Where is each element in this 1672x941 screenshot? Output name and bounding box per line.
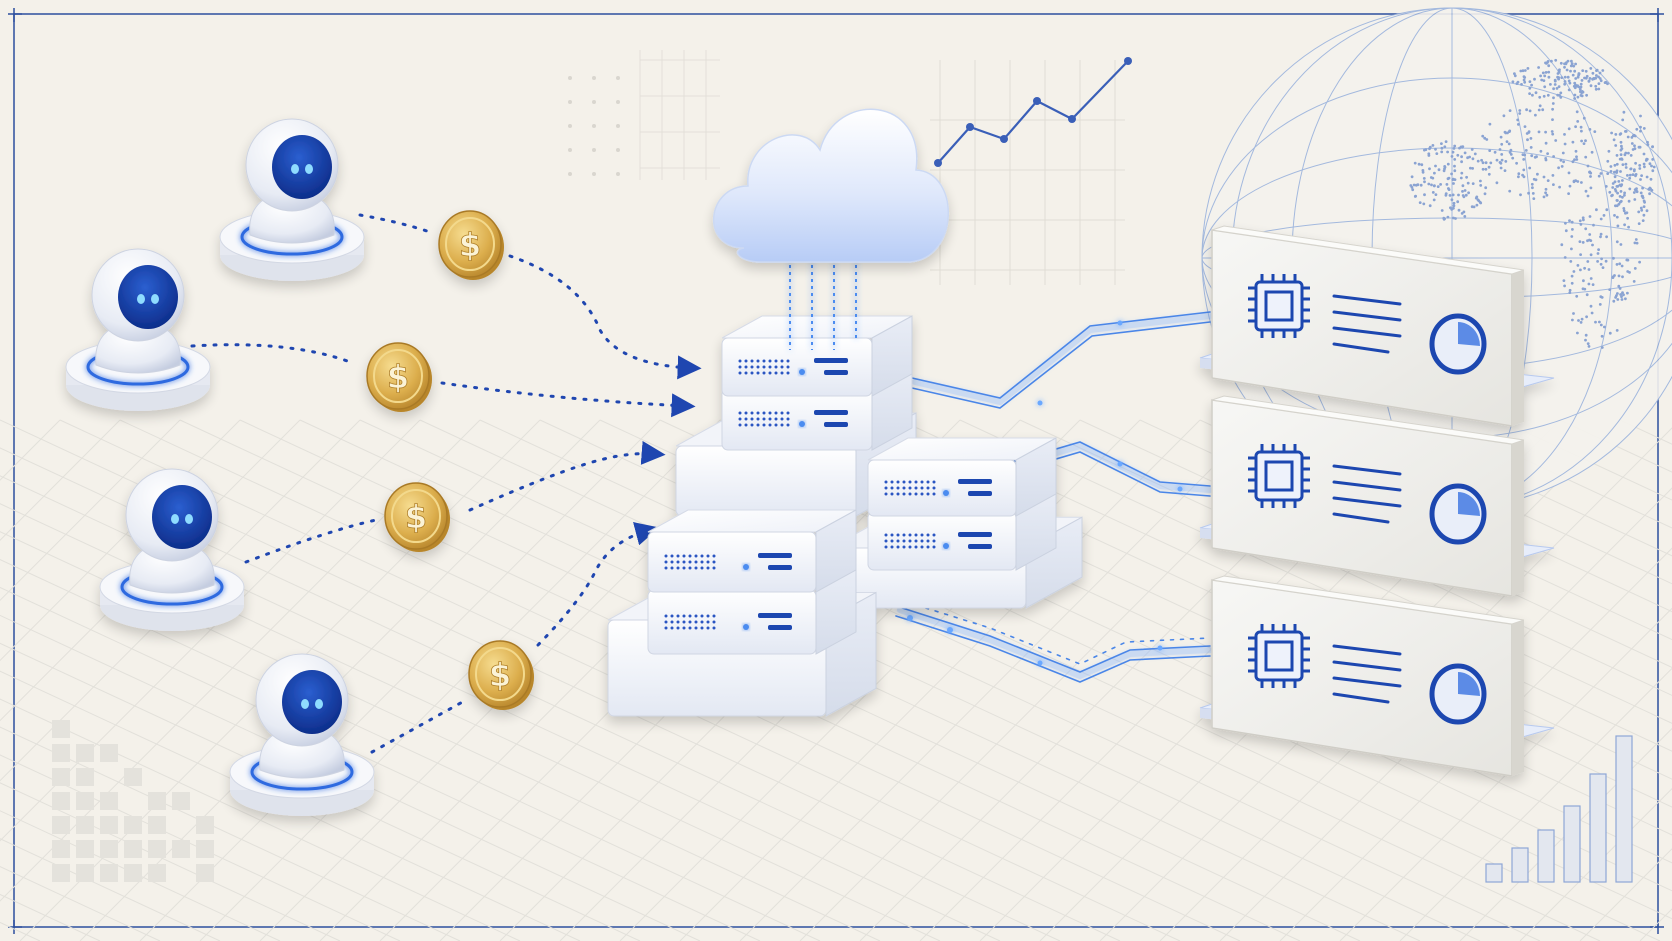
pixel-square xyxy=(148,816,166,834)
vent-grid xyxy=(884,533,936,549)
payment-path-3b xyxy=(468,440,666,512)
cpu-icon xyxy=(1248,444,1310,508)
ai-agents xyxy=(65,118,375,816)
pixel-grid xyxy=(52,720,214,882)
pixel-square xyxy=(52,792,70,810)
pixel-square xyxy=(100,792,118,810)
pixel-square xyxy=(100,744,118,762)
pixel-square xyxy=(76,744,94,762)
pixel-square xyxy=(148,792,166,810)
coins: $ $ $ $ xyxy=(366,210,534,710)
vent-grid xyxy=(884,480,936,496)
pixel-square xyxy=(100,816,118,834)
pixel-square xyxy=(124,816,142,834)
pixel-square xyxy=(76,840,94,858)
vent-grid xyxy=(664,554,716,570)
pixel-square xyxy=(76,864,94,882)
pixel-square xyxy=(172,792,190,810)
cpu-icon xyxy=(1248,274,1310,338)
payment-path-4 xyxy=(370,698,468,754)
server-unit xyxy=(867,437,1057,517)
text-lines-icon xyxy=(1332,464,1402,524)
payment-path-3 xyxy=(244,518,378,564)
line-chart-icon xyxy=(930,57,1132,285)
payment-path-1 xyxy=(358,213,432,234)
pixel-square xyxy=(76,816,94,834)
text-lines-icon xyxy=(1332,644,1402,704)
vent-grid xyxy=(664,614,716,630)
payment-path-2b xyxy=(440,381,696,418)
pixel-square xyxy=(148,864,166,882)
coin-symbol: $ xyxy=(489,656,511,694)
pixel-square xyxy=(124,864,142,882)
robot-agent-icon xyxy=(99,468,245,631)
coin-symbol: $ xyxy=(405,498,427,536)
compute-module xyxy=(1199,575,1555,777)
payment-path-2 xyxy=(190,343,352,364)
server-stack xyxy=(607,315,1083,717)
dollar-coin-icon: $ xyxy=(384,482,450,552)
robot-agent-icon xyxy=(65,248,211,411)
pie-chart-icon xyxy=(1429,313,1487,375)
compute-module xyxy=(1199,225,1555,427)
pixel-square xyxy=(196,840,214,858)
pie-chart-icon xyxy=(1429,663,1487,725)
pixel-square xyxy=(76,768,94,786)
robot-agent-icon xyxy=(219,118,365,281)
pixel-square xyxy=(148,840,166,858)
pixel-square xyxy=(172,840,190,858)
payment-path-1b xyxy=(508,254,702,380)
coin-symbol: $ xyxy=(387,358,409,396)
pixel-square xyxy=(52,720,70,738)
pixel-square xyxy=(52,840,70,858)
dollar-coin-icon: $ xyxy=(468,640,534,710)
pixel-square xyxy=(196,864,214,882)
pixel-square xyxy=(124,840,142,858)
compute-modules xyxy=(1199,225,1555,777)
server-unit xyxy=(647,509,857,593)
dot-grid-decoration xyxy=(568,50,720,180)
payment-paths xyxy=(190,213,702,754)
pixel-square xyxy=(124,768,142,786)
dollar-coin-icon: $ xyxy=(366,342,432,412)
pixel-square xyxy=(100,840,118,858)
server-unit xyxy=(721,315,913,397)
pixel-square xyxy=(52,744,70,762)
pixel-square xyxy=(100,864,118,882)
cloud-icon xyxy=(712,108,949,350)
coin-symbol: $ xyxy=(459,226,481,264)
pixel-square xyxy=(52,768,70,786)
pixel-square xyxy=(52,816,70,834)
dollar-coin-icon: $ xyxy=(438,210,504,280)
pie-chart-icon xyxy=(1429,483,1487,545)
pixel-square xyxy=(52,864,70,882)
vent-grid xyxy=(738,359,790,375)
pixel-square xyxy=(196,816,214,834)
pixel-square xyxy=(76,792,94,810)
bar-chart-icon xyxy=(1485,735,1633,883)
robot-agent-icon xyxy=(229,653,375,816)
vent-grid xyxy=(738,411,790,427)
text-lines-icon xyxy=(1332,294,1402,354)
cpu-icon xyxy=(1248,624,1310,688)
compute-module xyxy=(1199,395,1555,597)
payment-path-4b xyxy=(536,522,660,647)
